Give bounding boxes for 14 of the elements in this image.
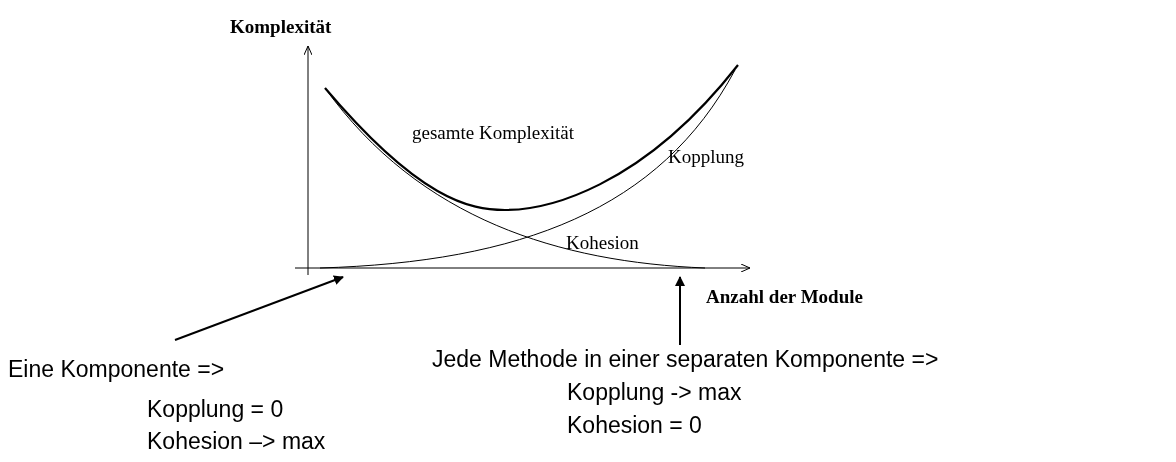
axis-label: Komplexität (230, 16, 332, 38)
annotation-text: Jede Methode in einer separaten Komponente => (432, 345, 939, 373)
annotation-text: Kopplung = 0 (147, 395, 284, 423)
axis-label: Anzahl der Module (706, 286, 863, 308)
annotation-text: Kohesion = 0 (567, 411, 702, 439)
annotation-text: Kohesion –> max (147, 427, 326, 455)
curve-label: gesamte Komplexität (412, 122, 574, 144)
curve-label: Kohesion (566, 232, 639, 254)
arrow (675, 276, 685, 346)
arrow (174, 275, 344, 341)
annotation-text: Kopplung -> max (567, 378, 742, 406)
curve-label: Kopplung (668, 146, 744, 168)
complexity-chart-drawing (294, 45, 751, 276)
annotation-text: Eine Komponente => (8, 355, 225, 383)
